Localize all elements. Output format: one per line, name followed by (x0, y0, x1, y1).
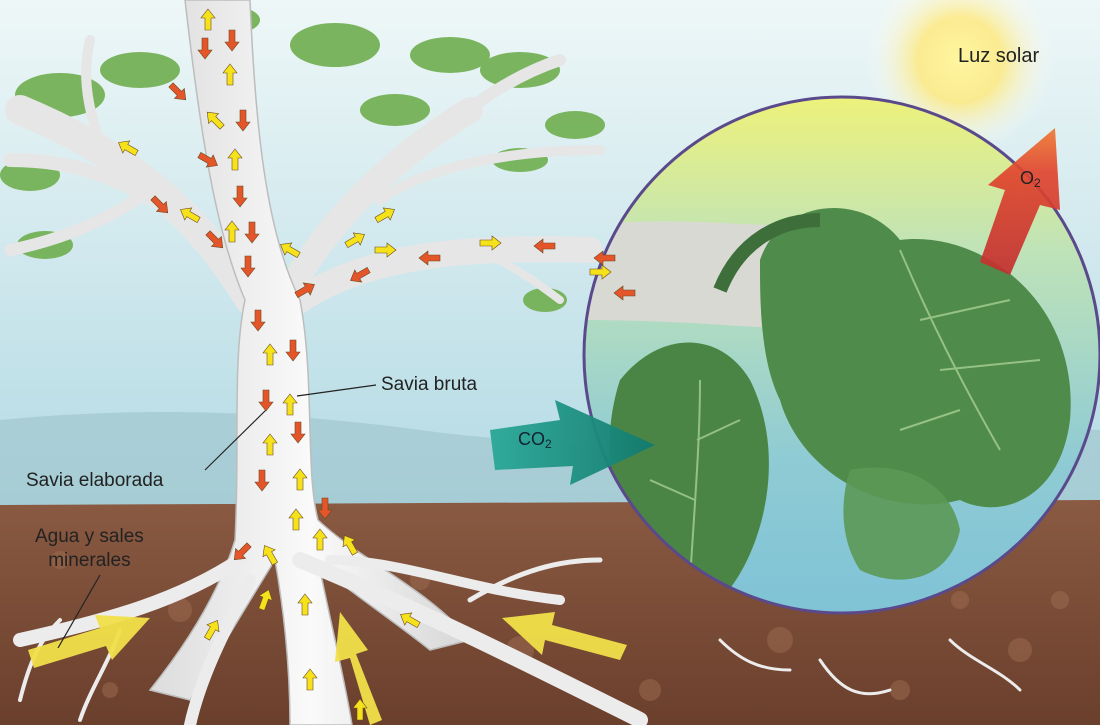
o2-label: O2 (1020, 167, 1041, 194)
elaborated-sap-label: Savia elaborada (26, 470, 163, 492)
water-minerals-line-2: minerales (35, 549, 144, 573)
water-minerals-label: Agua y sales minerales (35, 525, 144, 573)
sunlight-label: Luz solar (958, 45, 1039, 67)
raw-sap-label: Savia bruta (381, 374, 477, 396)
co2-label: CO2 (518, 428, 552, 455)
water-minerals-line-1: Agua y sales (35, 525, 144, 549)
